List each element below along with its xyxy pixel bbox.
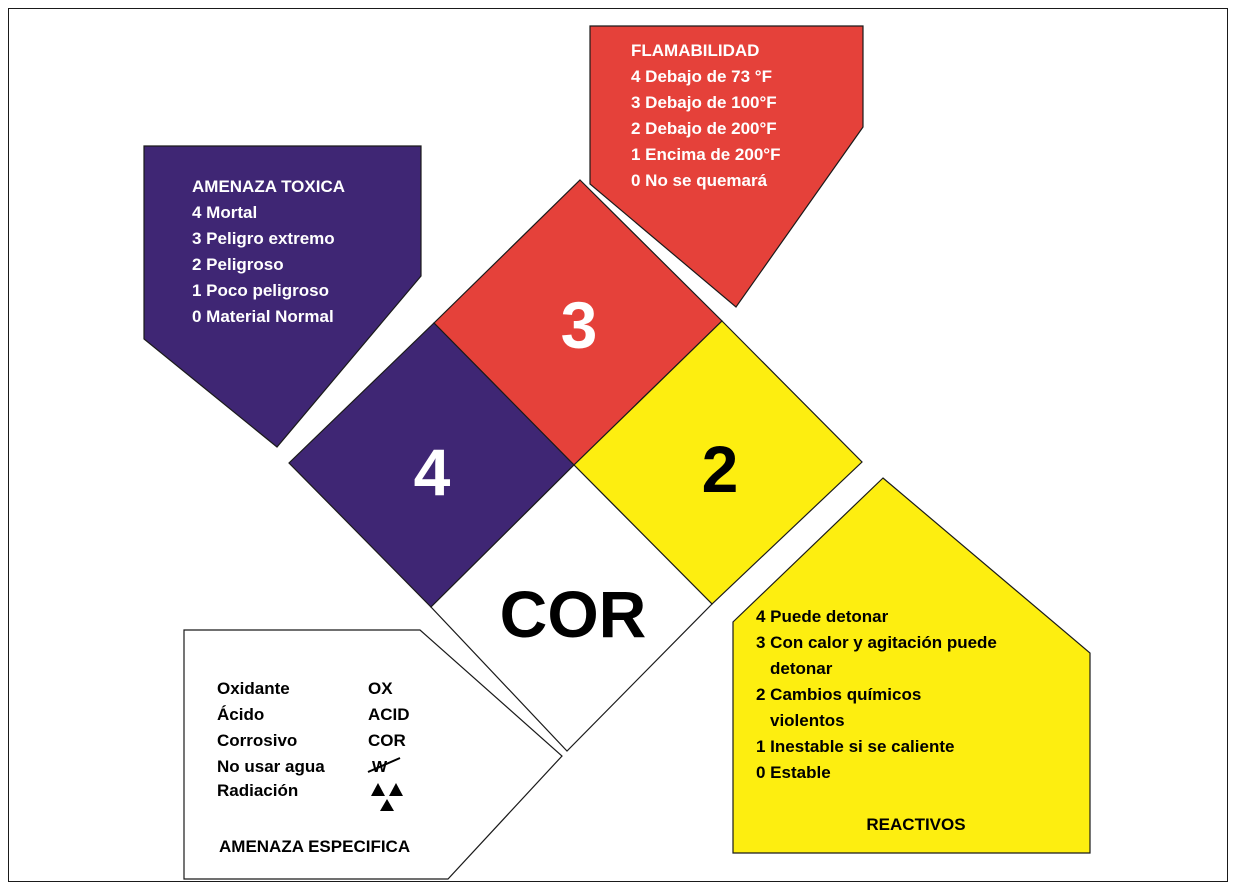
special-row-label: Oxidante [217, 679, 290, 698]
special-row-label: Radiación [217, 781, 298, 800]
reactivity-item: 0 Estable [756, 763, 831, 782]
health-value: 4 [414, 435, 451, 509]
special-panel [183, 629, 563, 880]
flammability-item: 4 Debajo de 73 °F [631, 67, 772, 86]
health-title: AMENAZA TOXICA [192, 177, 345, 196]
reactivity-legend: 4 Puede detonar 3 Con calor y agitación … [756, 607, 997, 834]
reactivity-item: 4 Puede detonar [756, 607, 889, 626]
special-row-code: COR [368, 731, 406, 750]
reactivity-item: 1 Inestable si se caliente [756, 737, 954, 756]
diagram-frame [8, 8, 1228, 882]
flammability-title: FLAMABILIDAD [631, 41, 759, 60]
flammability-item: 2 Debajo de 200°F [631, 119, 777, 138]
reactivity-title: REACTIVOS [866, 815, 965, 834]
reactivity-item: violentos [770, 711, 845, 730]
special-title: AMENAZA ESPECIFICA [219, 837, 410, 856]
special-row-label: Corrosivo [217, 731, 297, 750]
reactivity-item: 2 Cambios químicos [756, 685, 921, 704]
flammability-legend: FLAMABILIDAD 4 Debajo de 73 °F 3 Debajo … [631, 41, 780, 190]
reactivity-value: 2 [702, 432, 739, 506]
health-legend: AMENAZA TOXICA 4 Mortal 3 Peligro extrem… [192, 177, 345, 326]
health-item: 1 Poco peligroso [192, 281, 329, 300]
flammability-item: 3 Debajo de 100°F [631, 93, 777, 112]
reactivity-item: 3 Con calor y agitación puede [756, 633, 997, 652]
radiation-icon [371, 783, 403, 811]
special-row-label: Ácido [217, 705, 264, 724]
health-item: 2 Peligroso [192, 255, 284, 274]
no-water-icon: W [367, 757, 401, 776]
reactivity-panel [732, 477, 1091, 854]
health-item: 0 Material Normal [192, 307, 334, 326]
flammability-panel [589, 25, 864, 308]
health-item: 4 Mortal [192, 203, 257, 222]
flammability-value: 3 [561, 288, 598, 362]
flammability-item: 0 No se quemará [631, 171, 768, 190]
health-item: 3 Peligro extremo [192, 229, 335, 248]
special-row-label: No usar agua [217, 757, 325, 776]
special-row-code: ACID [368, 705, 410, 724]
special-value: COR [500, 577, 647, 651]
reactivity-item: detonar [770, 659, 833, 678]
special-square [430, 464, 713, 752]
flammability-item: 1 Encima de 200°F [631, 145, 780, 164]
special-legend: Oxidante OX Ácido ACID Corrosivo COR No … [217, 679, 410, 856]
special-row-code: OX [368, 679, 393, 698]
health-panel [143, 145, 422, 448]
